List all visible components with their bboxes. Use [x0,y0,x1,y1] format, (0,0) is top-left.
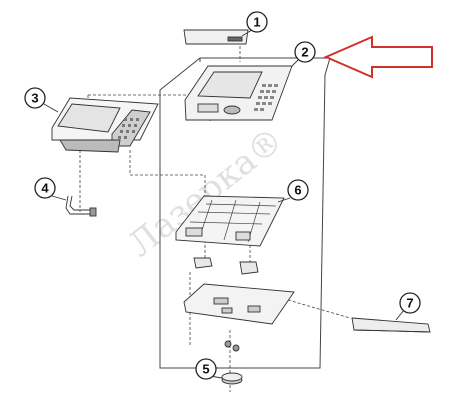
callout-1-label: 1 [253,15,260,30]
part-5-round-component [221,372,243,385]
part-6-frame-tray [175,195,285,247]
callout-2-label: 2 [301,45,308,60]
callout-6: 6 [287,179,309,201]
small-brackets [193,257,259,275]
red-outline-arrow-icon [323,35,433,79]
screws [224,340,240,352]
part-4-flat-cable [65,195,97,217]
part-3-touchscreen-assembly [51,97,159,153]
callout-7-label: 7 [406,296,413,311]
callout-3-label: 3 [31,91,38,106]
callout-3: 3 [24,87,46,109]
callout-2: 2 [294,41,316,63]
part-2-control-panel [184,65,293,121]
part-1-bezel-strip [183,29,249,45]
callout-5-label: 5 [202,362,209,377]
leader-lines [43,29,405,379]
printer-housing-outline [159,57,331,369]
callout-4-label: 4 [41,181,49,196]
callout-1: 1 [246,11,268,33]
callout-4: 4 [34,177,56,199]
callout-5: 5 [195,358,217,380]
watermark: Лазерка® [121,120,291,265]
part-7-long-strip [351,317,431,333]
lower-mounting-plate [183,283,295,325]
callout-6-label: 6 [294,183,301,198]
callout-7: 7 [399,292,421,314]
